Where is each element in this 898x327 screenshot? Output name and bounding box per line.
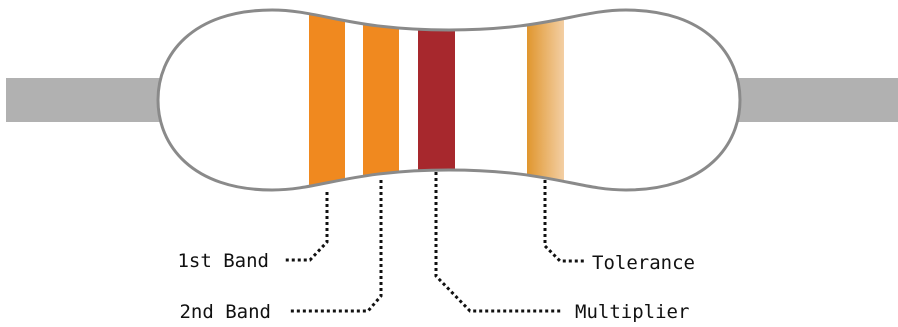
- tolerance-label: Tolerance: [592, 252, 695, 274]
- band2-leader-line: [290, 180, 383, 313]
- tolerance-leader-line: [543, 180, 584, 263]
- band-1: [309, 10, 345, 190]
- band2-label: 2nd Band: [179, 301, 271, 323]
- multiplier-band: [418, 10, 455, 190]
- band1-leader-line: [284, 192, 329, 262]
- band-2: [363, 10, 399, 190]
- tolerance-band: [527, 10, 564, 190]
- multiplier-label: Multiplier: [575, 301, 689, 323]
- multiplier-leader-line: [434, 172, 562, 313]
- resistor-body-outline: [156, 8, 742, 192]
- band1-label: 1st Band: [177, 250, 269, 272]
